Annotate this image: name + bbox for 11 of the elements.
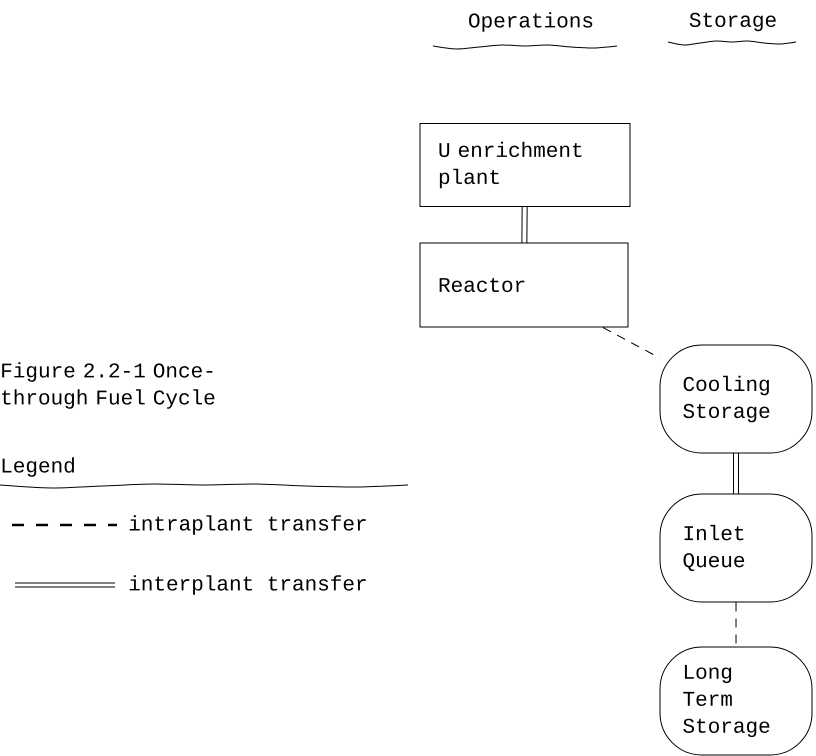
heading: Storage [690,12,776,32]
process-box: Reactor [420,242,628,328]
caption: Figure 2.2-1 Once-through Fuel Cycle [2,362,214,409]
process-box: U enrichment plant [420,123,630,207]
connector-line [733,454,739,494]
legend-text: intraplant transfer [130,515,366,535]
heading: Operations [469,12,592,32]
heading: Legend [2,457,74,477]
connector-line [602,327,660,358]
connector-line [521,206,528,243]
legend-text: interplant transfer [130,575,366,595]
